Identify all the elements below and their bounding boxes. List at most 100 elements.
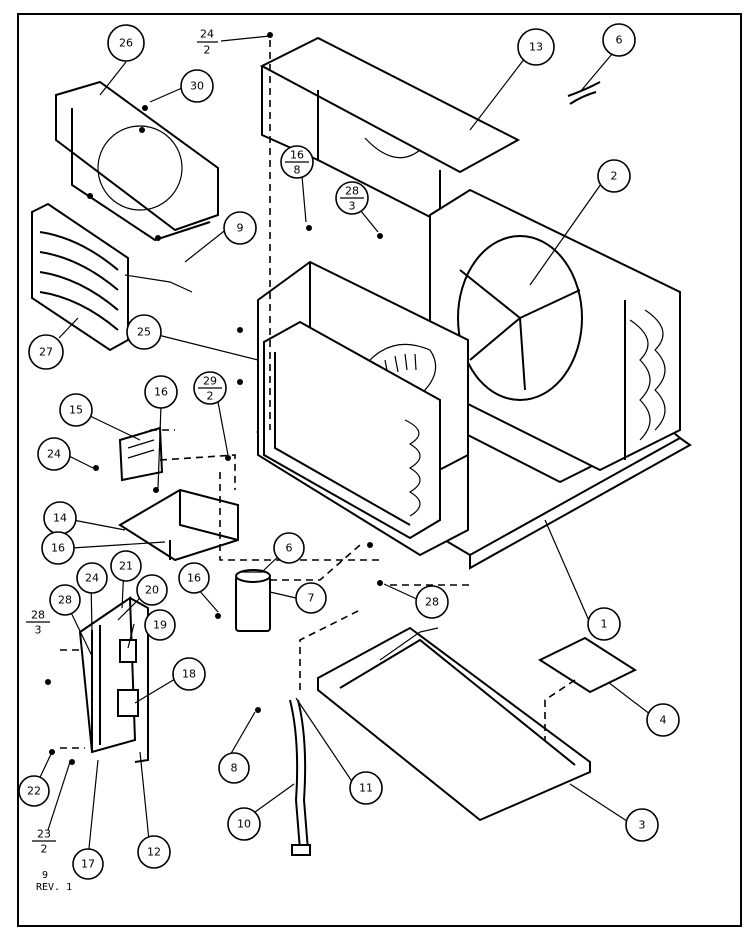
- screw: [93, 465, 99, 471]
- callout-label: 7: [308, 592, 315, 605]
- callout-label: 13: [529, 41, 543, 54]
- callout-label: 11: [359, 782, 373, 795]
- callout-c2: 2: [597, 159, 631, 193]
- callout-c10: 10: [227, 807, 261, 841]
- screw: [306, 225, 312, 231]
- svg-text:2: 2: [204, 44, 211, 57]
- callout-c8: 8: [218, 752, 250, 784]
- callout-c14: 14: [43, 501, 77, 535]
- revision-label: REV. 1: [36, 882, 72, 893]
- callout-label: 4: [660, 714, 667, 727]
- screw: [237, 379, 243, 385]
- callout-label: 6: [616, 34, 623, 47]
- callout-label: 24: [85, 572, 99, 585]
- callout-label: 3: [639, 819, 646, 832]
- callout-c18: 18: [172, 657, 206, 691]
- callout-label: 2: [611, 170, 618, 183]
- callout-label: 27: [39, 346, 53, 359]
- screw: [237, 327, 243, 333]
- screw: [267, 32, 273, 38]
- svg-text:8: 8: [294, 164, 301, 177]
- base-pan-part: [317, 626, 591, 822]
- callout-c24b: 24: [76, 562, 108, 594]
- callout-c17: 17: [72, 848, 104, 880]
- fraction-callout-28-3a: 28 3: [335, 181, 369, 215]
- svg-text:2: 2: [41, 843, 48, 856]
- svg-text:16: 16: [290, 149, 304, 162]
- evaporator-coil-part: [263, 320, 441, 540]
- callout-label: 18: [182, 668, 196, 681]
- callout-c22: 22: [18, 775, 50, 807]
- screw: [45, 679, 51, 685]
- callout-c28b: 28: [415, 585, 449, 619]
- callout-label: 20: [145, 584, 159, 597]
- callout-c13: 13: [517, 28, 555, 66]
- callout-label: 16: [154, 386, 168, 399]
- control-bracket-part: [78, 596, 149, 763]
- fan-shroud-part: [429, 188, 681, 472]
- drawing-note: 9 REV. 1: [36, 870, 72, 893]
- callout-c24a: 24: [37, 437, 71, 471]
- callout-label: 28: [58, 594, 72, 607]
- svg-text:24: 24: [200, 28, 214, 41]
- callout-c28a: 28: [49, 584, 81, 616]
- svg-text:23: 23: [37, 828, 51, 841]
- capacitor-part: [235, 569, 271, 632]
- callout-label: 16: [51, 542, 65, 555]
- fraction-callout-28-3b: 28 3: [26, 609, 50, 637]
- callout-label: 24: [47, 448, 61, 461]
- callout-c9: 9: [223, 211, 257, 245]
- callout-c16a: 16: [144, 375, 178, 409]
- callout-c7: 7: [295, 582, 327, 614]
- drain-tube-part: [289, 699, 311, 856]
- callout-label: 12: [147, 846, 161, 859]
- screw: [153, 487, 159, 493]
- fraction-callout-24-2: 24 2: [197, 28, 218, 57]
- callout-label: 28: [425, 596, 439, 609]
- callout-label: 17: [81, 858, 95, 871]
- svg-text:2: 2: [207, 390, 214, 403]
- callout-label: 8: [231, 762, 238, 775]
- callout-c27: 27: [28, 334, 64, 370]
- callout-label: 26: [119, 37, 133, 50]
- callout-c20: 20: [136, 574, 168, 606]
- screw: [377, 233, 383, 239]
- callout-label: 21: [119, 560, 133, 573]
- callout-c1: 1: [587, 607, 621, 641]
- callout-label: 14: [53, 512, 67, 525]
- callout-c19: 19: [144, 609, 176, 641]
- callout-label: 15: [69, 404, 83, 417]
- callout-c26: 26: [107, 24, 145, 62]
- screw: [225, 455, 231, 461]
- callout-label: 25: [137, 326, 151, 339]
- drawing-number: 9: [42, 870, 48, 881]
- diagram-frame: [17, 13, 742, 927]
- callout-label: 30: [190, 80, 204, 93]
- screw: [142, 105, 148, 111]
- callout-c30: 30: [180, 69, 214, 103]
- screw: [377, 580, 383, 586]
- callout-label: 16: [187, 572, 201, 585]
- callout-label: 1: [601, 618, 608, 631]
- callout-label: 19: [153, 619, 167, 632]
- callout-c15: 15: [59, 393, 93, 427]
- explode-lines: [60, 40, 576, 749]
- screws: [45, 32, 383, 765]
- callout-c12: 12: [137, 835, 171, 869]
- condenser-coil-part: [31, 202, 193, 352]
- callout-c11: 11: [349, 771, 383, 805]
- svg-text:3: 3: [35, 624, 42, 637]
- fraction-callout-16-8: 16 8: [280, 145, 314, 179]
- callout-label: 6: [286, 542, 293, 555]
- rear-grille-part: [55, 80, 219, 242]
- callout-label: 9: [237, 222, 244, 235]
- svg-text:29: 29: [203, 375, 217, 388]
- callout-c6: 6: [273, 532, 305, 564]
- callout-c16c: 16: [178, 562, 210, 594]
- screw: [215, 613, 221, 619]
- screw: [367, 542, 373, 548]
- wire-clip-part: [567, 81, 601, 105]
- callout-c5: 6: [602, 23, 636, 57]
- svg-text:3: 3: [349, 200, 356, 213]
- cover-plate-part: [537, 636, 638, 694]
